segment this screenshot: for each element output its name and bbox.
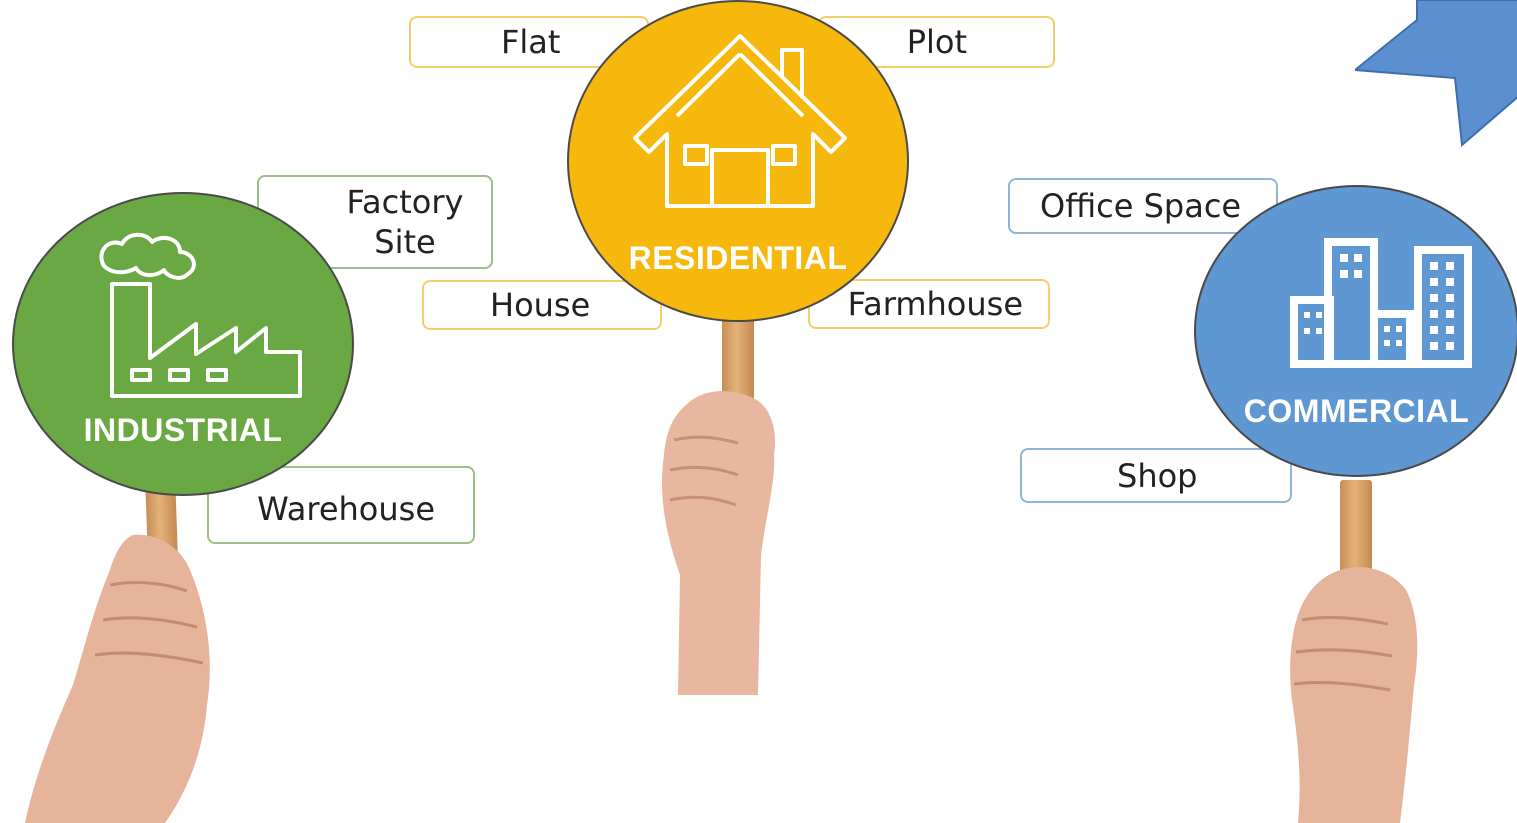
- tag-house: House: [422, 280, 662, 330]
- tag-factory-line2: Site: [374, 223, 436, 261]
- tag-farmhouse: Farmhouse: [808, 279, 1050, 329]
- tag-plot-label: Plot: [906, 23, 967, 61]
- tag-farmhouse-label: Farmhouse: [847, 285, 1023, 323]
- factory-icon: [99, 232, 302, 398]
- commercial-hand: [1290, 566, 1418, 823]
- tag-plot: Plot: [818, 16, 1055, 68]
- residential-label: RESIDENTIAL: [628, 240, 848, 276]
- industrial-label: INDUSTRIAL: [83, 412, 283, 448]
- residential-sign: RESIDENTIAL: [567, 0, 909, 322]
- industrial-sign: INDUSTRIAL: [12, 192, 354, 496]
- commercial-label: COMMERCIAL: [1243, 393, 1470, 429]
- residential-hand: [661, 391, 776, 695]
- tag-office-space-label: Office Space: [1040, 187, 1242, 225]
- tag-shop: Shop: [1020, 448, 1292, 503]
- office-buildings-icon: [1290, 238, 1472, 368]
- tag-factory-site: Factory Site: [257, 175, 493, 269]
- tag-warehouse: Warehouse: [207, 466, 475, 544]
- commercial-sign: COMMERCIAL: [1194, 185, 1517, 477]
- house-icon: [633, 34, 847, 208]
- corner-star-shape: [1355, 0, 1517, 148]
- tag-flat: Flat: [409, 16, 649, 68]
- tag-factory-line1: Factory: [346, 183, 464, 221]
- tag-office-space: Office Space: [1008, 178, 1278, 234]
- industrial-hand: [25, 534, 210, 823]
- tag-warehouse-label: Warehouse: [257, 490, 435, 528]
- tag-house-label: House: [490, 286, 591, 324]
- tag-shop-label: Shop: [1117, 456, 1198, 495]
- tag-flat-label: Flat: [501, 23, 561, 61]
